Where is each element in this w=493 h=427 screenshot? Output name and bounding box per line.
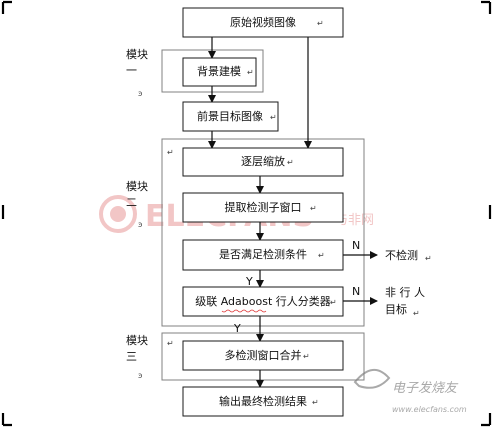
node-foreground-image: 前景目标图像 [182,101,279,132]
node-cascade-classifier-label: 级联 Adaboost 行人分类器 [195,294,331,308]
module-2-frame [161,138,365,327]
return-mark: ↵ [303,352,310,361]
node-source-video-label: 原始视频图像 [230,15,296,29]
return-mark: ↵ [287,158,294,167]
watermark-eefocus: 电子发烧友 www.elecfans.com [353,369,467,414]
section-mark: ꜿ [138,371,142,380]
classifier-adaboost-word: Adaboost [221,295,273,308]
node-layer-scaling-label: 逐层缩放 [241,154,285,168]
return-mark: ↵ [330,298,337,307]
node-check-condition: 是否满足检测条件 [182,239,344,271]
module-2-label: 模块二 [126,180,148,209]
module-1-text: 模块一 [126,48,148,77]
module-2-text: 模块二 [126,180,148,209]
node-foreground-image-label: 前景目标图像 [197,109,263,123]
module-3-text: 模块三 [126,334,148,363]
node-cascade-classifier: 级联 Adaboost 行人分类器 [182,286,344,317]
node-source-video: 原始视频图像 [182,7,344,38]
node-final-output: 输出最终检测结果 [182,386,344,417]
section-mark: ꜿ [138,89,142,98]
branch-yes-1: Y [245,275,253,288]
node-extract-window-label: 提取检测子窗口 [225,200,302,214]
spellcheck-underline [221,309,267,313]
classifier-suffix: 行人分类器 [272,294,331,308]
classifier-prefix: 级联 [195,295,221,308]
node-background-model: 背景建模 [182,57,257,87]
return-mark: ↵ [247,68,254,77]
return-mark: ↵ [167,148,174,157]
return-mark: ↵ [312,398,319,407]
node-merge-windows: 多检测窗口合并 [182,340,344,371]
module-1-label: 模块一 [126,48,148,77]
outcome-target: 目标 [385,302,407,316]
outcome-non-pedestrian: 非 行 人 [385,286,425,299]
return-mark: ↵ [270,113,277,122]
watermark-eefocus-cn: 电子发烧友 [392,381,459,396]
branch-no-2: N [352,285,360,298]
branch-no-1: N [352,239,360,252]
node-merge-windows-label: 多检测窗口合并 [225,348,302,362]
return-mark: ↵ [425,254,432,263]
return-mark: ↵ [317,19,324,28]
section-mark: ꜿ [138,220,142,229]
node-extract-window: 提取检测子窗口 [182,192,344,223]
node-check-condition-label: 是否满足检测条件 [219,247,307,261]
edges [208,37,378,388]
return-mark: ↵ [167,339,174,348]
node-final-output-label: 输出最终检测结果 [219,394,307,408]
return-marks: ↵ ↵ ↵ ↵ ↵ ↵ ↵ ↵ ↵ ↵ ↵ ↵ ↵ ꜿ ꜿ ꜿ [138,19,432,407]
outcome-no-detect: 不检测 [385,248,418,262]
return-mark: ↵ [310,204,317,213]
return-mark: ↵ [318,251,325,260]
branch-yes-2: Y [233,322,241,335]
module-3-label: 模块三 [126,334,148,363]
watermark-eefocus-en: www.elecfans.com [392,405,467,414]
node-layer-scaling: 逐层缩放 [182,147,344,177]
return-mark: ↵ [413,309,420,318]
node-background-model-label: 背景建模 [197,64,241,78]
